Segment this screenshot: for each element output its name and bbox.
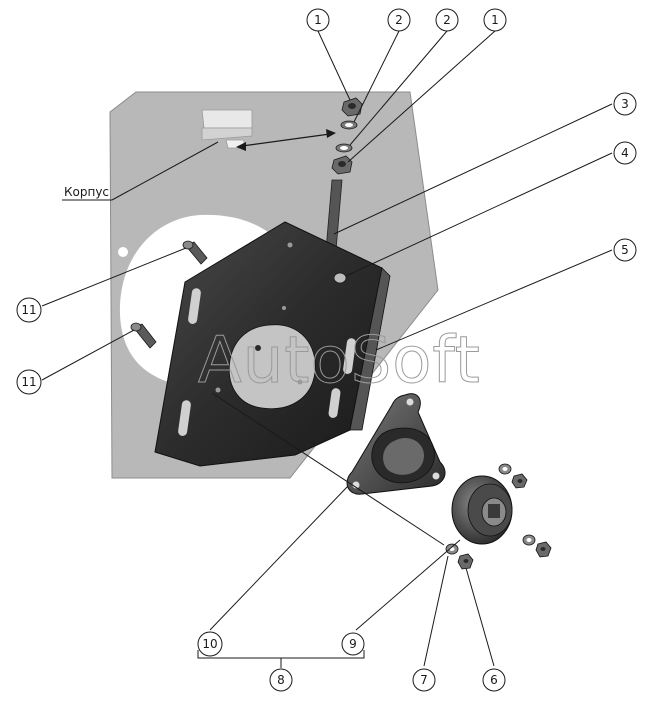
callout-1-top-left: 1 <box>306 8 330 32</box>
callout-3: 3 <box>613 92 637 116</box>
svg-text:1: 1 <box>491 13 499 27</box>
bolt-upper <box>182 240 208 265</box>
callout-11-upper: 11 <box>16 297 42 323</box>
flange-fasteners <box>445 463 552 570</box>
svg-text:11: 11 <box>21 375 36 389</box>
callout-7: 7 <box>412 668 436 692</box>
callout-1-top-right: 1 <box>483 8 507 32</box>
housing-label: Корпус <box>64 185 109 199</box>
mounting-plate <box>154 221 391 467</box>
svg-text:2: 2 <box>443 13 451 27</box>
svg-text:1: 1 <box>314 13 322 27</box>
callout-9: 9 <box>341 632 365 656</box>
svg-text:8: 8 <box>277 673 285 687</box>
svg-text:4: 4 <box>621 146 629 160</box>
bearing-insert <box>451 475 513 545</box>
callout-10: 10 <box>197 631 223 657</box>
svg-text:3: 3 <box>621 97 629 111</box>
callout-4: 4 <box>613 141 637 165</box>
assembly-arrow <box>236 129 336 151</box>
svg-text:10: 10 <box>202 637 217 651</box>
callout-6: 6 <box>482 668 506 692</box>
svg-text:7: 7 <box>420 673 428 687</box>
svg-text:9: 9 <box>349 637 357 651</box>
watermark-text: AutoSoft <box>198 324 481 398</box>
svg-text:11: 11 <box>21 303 36 317</box>
triangular-flange <box>346 393 446 495</box>
callout-2-left: 2 <box>387 8 411 32</box>
housing-label-group: Корпус <box>62 141 219 201</box>
callout-5: 5 <box>613 238 637 262</box>
callout-8: 8 <box>269 668 293 692</box>
svg-text:2: 2 <box>395 13 403 27</box>
svg-text:5: 5 <box>621 243 629 257</box>
leader-lines <box>41 30 613 668</box>
callout-2-right: 2 <box>435 8 459 32</box>
bolt-lower <box>130 322 157 349</box>
callout-11-lower: 11 <box>16 369 42 395</box>
svg-text:6: 6 <box>490 673 498 687</box>
fastener-stack <box>331 97 363 175</box>
